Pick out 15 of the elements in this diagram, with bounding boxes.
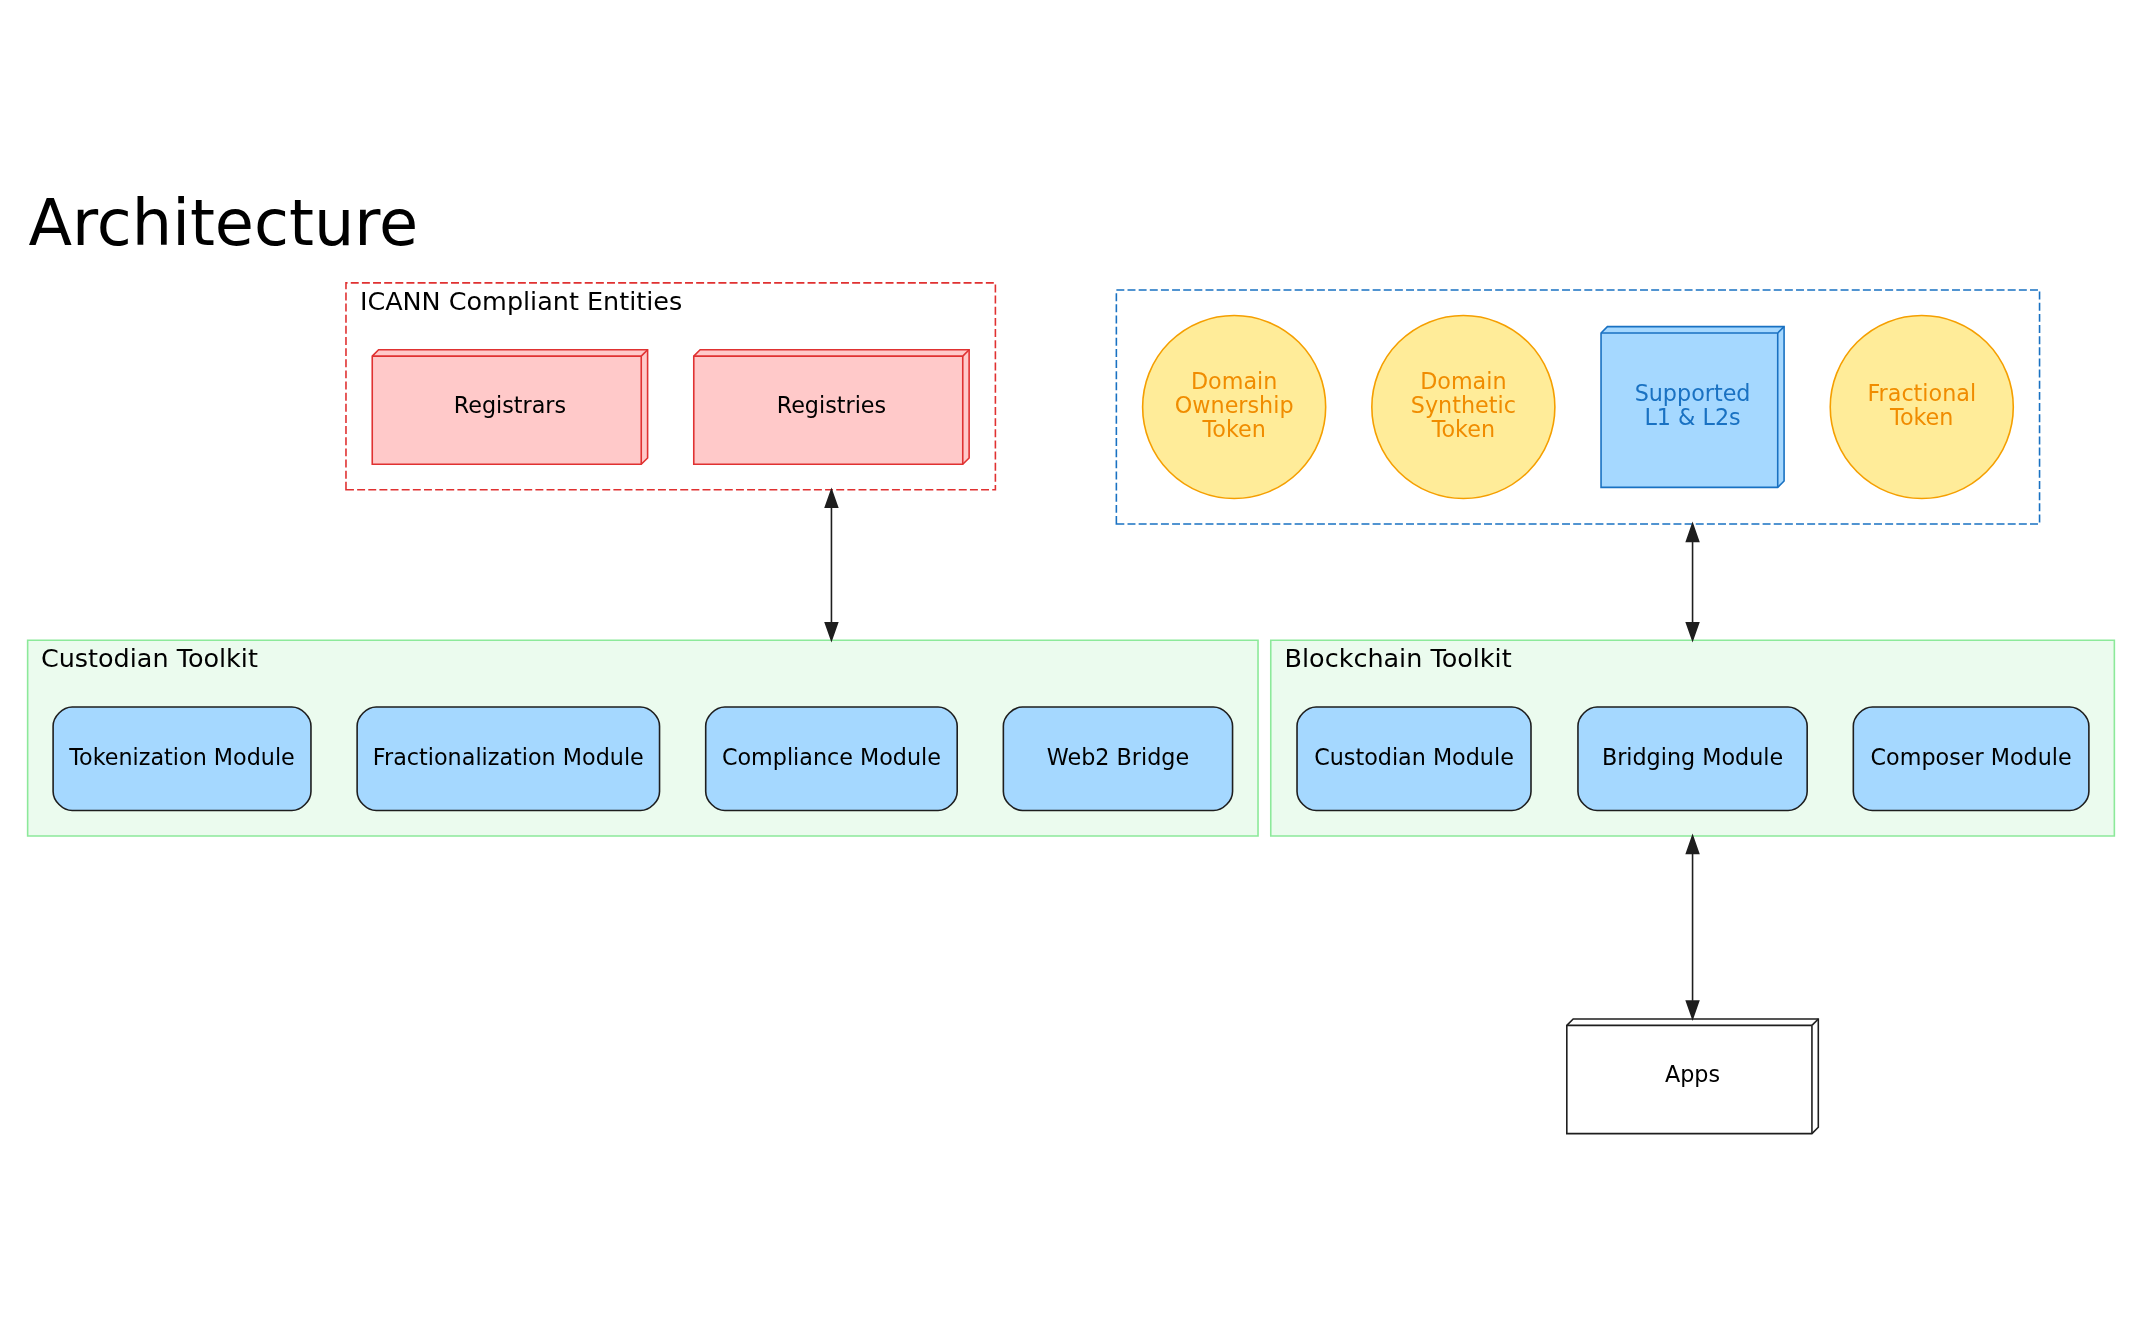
node-box: Composer Module — [1852, 705, 2090, 811]
node-box: Compliance Module — [704, 705, 958, 811]
node-circle: Domain Ownership Token — [1141, 314, 1327, 499]
node-circle: Fractional Token — [1829, 314, 2015, 499]
node-circle: Domain Synthetic Token — [1371, 314, 1556, 499]
node-box: Tokenization Module — [52, 705, 312, 811]
node-box: Bridging Module — [1577, 705, 1808, 811]
arrow — [824, 486, 839, 643]
arrow — [1685, 833, 1700, 1021]
node-box: Web2 Bridge — [1002, 705, 1234, 811]
node-box: Custodian Module — [1296, 705, 1532, 811]
diagram-title: Architecture — [28, 185, 419, 260]
cluster — [1115, 288, 2041, 525]
arrow — [1685, 521, 1700, 643]
node-box: Fractionalization Module — [356, 705, 661, 811]
